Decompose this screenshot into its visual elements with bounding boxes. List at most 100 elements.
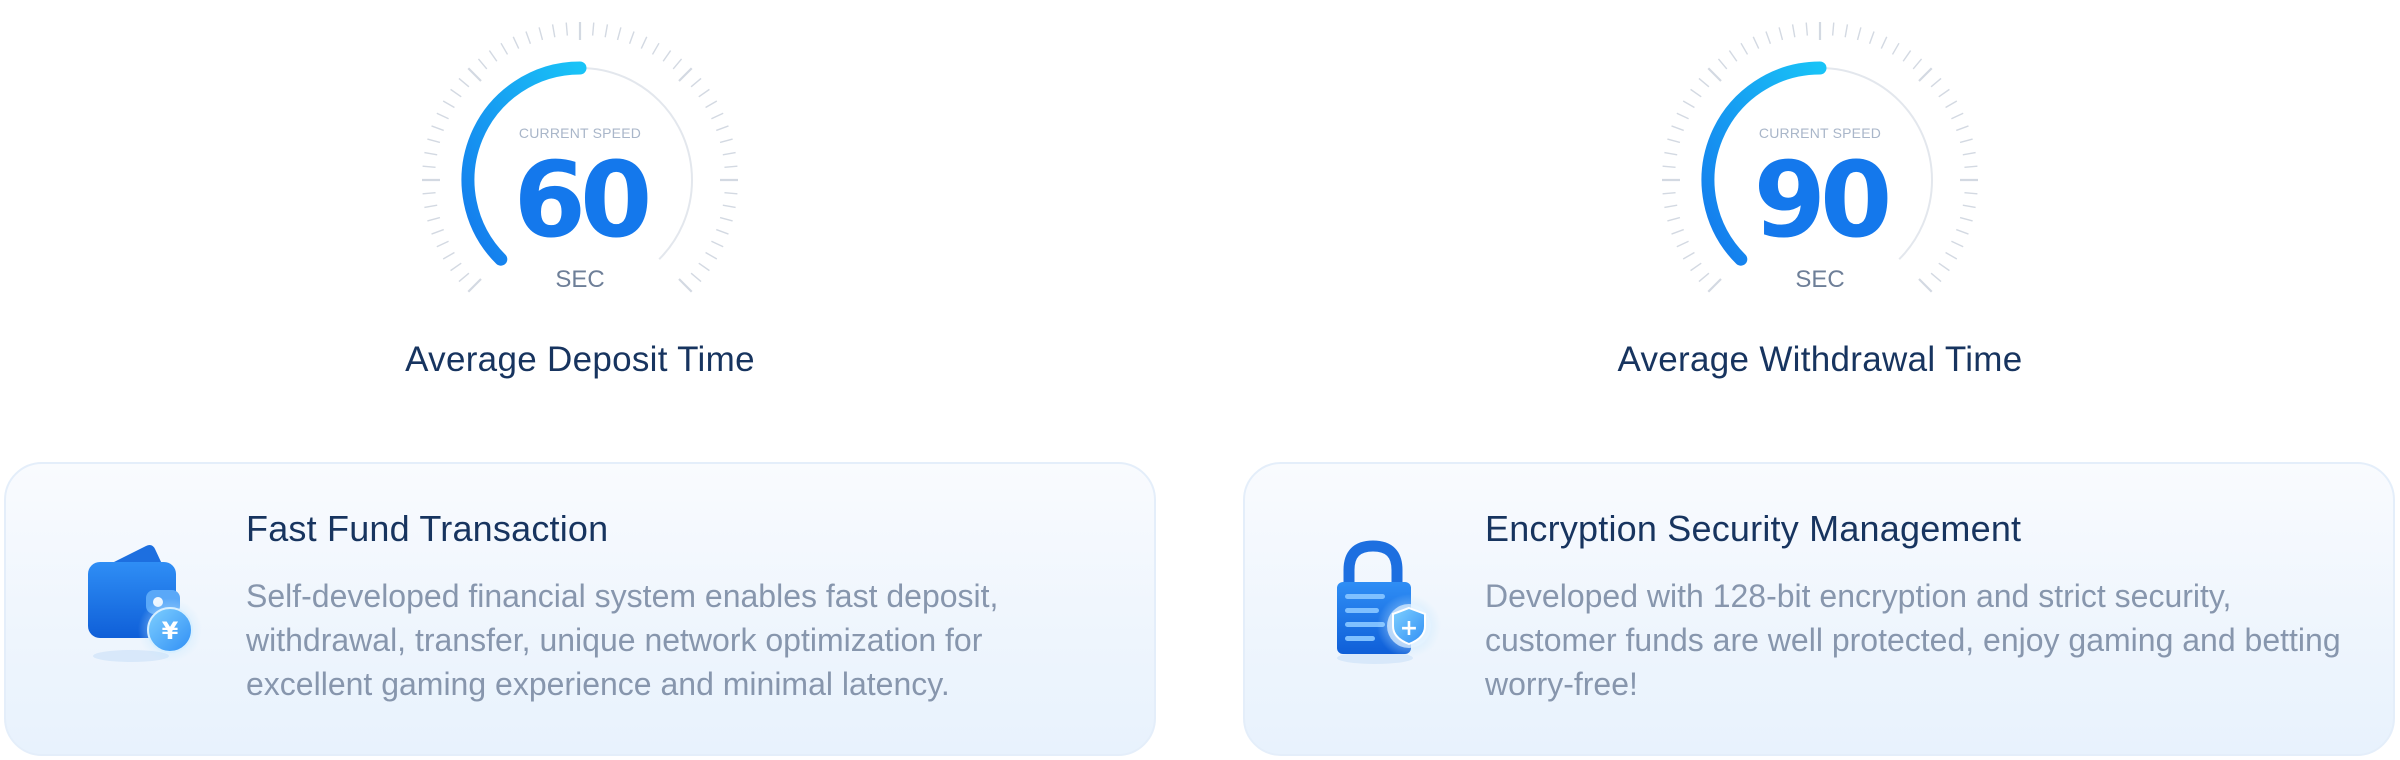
gauge-title: Average Withdrawal Time [1617, 340, 2023, 379]
gauge-tick [1856, 27, 1862, 41]
gauge-tick [711, 240, 724, 248]
gauge-tick [1951, 240, 1964, 248]
gauge-tick [1662, 191, 1676, 195]
gauge-tick [1667, 138, 1681, 144]
gauge-tick [1676, 112, 1689, 120]
gauge-fill-arc [461, 61, 587, 266]
gauge-tick [1912, 58, 1923, 70]
withdrawal-speed-gauge: CURRENT SPEED 90 SEC [1660, 20, 1980, 300]
gauge-tick [436, 240, 449, 248]
gauge-tick [538, 27, 544, 41]
gauge-fill-arc [1701, 61, 1827, 266]
gauge-tick [1962, 151, 1976, 156]
gauge-tick [450, 88, 462, 98]
gauge-tick [1752, 36, 1760, 49]
gauge-tick [1778, 27, 1784, 41]
gauge-tick [616, 27, 622, 41]
gauge-tick [1880, 36, 1888, 49]
gauge-value: 90 [1753, 139, 1893, 261]
gauge-tick [716, 228, 729, 235]
gauge-tick [678, 67, 693, 82]
gauge-tick [662, 50, 672, 62]
gauge-tick [467, 278, 482, 293]
gauge-title: Average Deposit Time [405, 340, 755, 379]
gauge-tick [1964, 191, 1978, 195]
gauge-tick [711, 112, 724, 120]
gauge-tick [1962, 204, 1976, 209]
gauge-tick [1664, 151, 1678, 156]
gauge-tick [672, 58, 683, 70]
card-description: Self-developed financial system enables … [246, 578, 999, 702]
encryption-security-card: + Encryption Security Management Develop… [1243, 462, 2395, 756]
gauge-tick [1682, 251, 1695, 260]
gauge-tick [1698, 272, 1710, 283]
gauge-tick [1956, 228, 1969, 235]
gauge-tick [436, 112, 449, 120]
gauge-caption: CURRENT SPEED [1758, 125, 1882, 141]
gauge-tick [525, 31, 532, 44]
gauge-tick [1918, 278, 1933, 293]
gauge-tick [1945, 251, 1958, 260]
gauge-tick [1765, 31, 1772, 44]
gauge-tick [1956, 125, 1969, 132]
gauge-tick [1918, 67, 1933, 82]
gauge-tick [690, 77, 702, 88]
shield-plus-symbol: + [1400, 616, 1418, 641]
gauge-tick [1707, 278, 1722, 293]
card-description: Developed with 128-bit encryption and st… [1485, 578, 2341, 702]
gauge-tick [551, 24, 556, 38]
gauge-tick [1964, 165, 1978, 169]
gauge-tick [1930, 77, 1942, 88]
yuan-symbol: ¥ [162, 617, 179, 645]
speedometer-icon [422, 22, 738, 293]
gauge-tick [724, 165, 738, 169]
gauge-tick [458, 77, 470, 88]
gauge-tick [1671, 228, 1684, 235]
gauge-tick [1728, 50, 1738, 62]
gauge-tick [458, 272, 470, 283]
gauge-tick [427, 216, 441, 222]
gauge-tick [722, 151, 736, 156]
gauge-tick [422, 191, 436, 195]
gauge-tick [422, 165, 436, 169]
gauge-tick [1676, 240, 1689, 248]
gauge-tick [716, 125, 729, 132]
gauge-tick [450, 262, 462, 272]
gauge-tick [442, 100, 455, 109]
speedometer-icon [1662, 22, 1978, 293]
gauge-tick [1805, 22, 1809, 36]
gauge-tick [488, 50, 498, 62]
gauge-tick [1831, 22, 1835, 36]
padlock-shield-icon: + [1315, 538, 1445, 668]
gauge-tick [424, 204, 438, 209]
gauge-tick [724, 191, 738, 195]
gauge-tick [1945, 100, 1958, 109]
gauge-tick [1791, 24, 1796, 38]
gauge-tick [1951, 112, 1964, 120]
card-title: Encryption Security Management [1485, 508, 2022, 549]
gauge-tick [705, 100, 718, 109]
gauge-tick [1690, 88, 1702, 98]
gauge-tick [722, 204, 736, 209]
deposit-time-stat: CURRENT SPEED 60 SEC Average Deposit Tim… [0, 0, 1160, 420]
gauge-tick [698, 262, 710, 272]
gauge-tick [1662, 165, 1676, 169]
gauge-tick [651, 42, 660, 55]
gauge-caption: CURRENT SPEED [518, 125, 642, 141]
gauge-tick [1664, 204, 1678, 209]
gauge-tick [431, 125, 444, 132]
gauge-tick [690, 272, 702, 283]
gauge-tick [1938, 88, 1950, 98]
fast-fund-transaction-card: ¥ Fast Fund Transaction Self-developed f… [4, 462, 1156, 756]
gauge-tick [1902, 50, 1912, 62]
gauge-tick [442, 251, 455, 260]
gauge-tick [604, 24, 609, 38]
gauge-tick [424, 151, 438, 156]
gauge-tick [678, 278, 693, 293]
gauge-tick [1717, 58, 1728, 70]
gauge-tick [705, 251, 718, 260]
gauge-tick [1959, 138, 1973, 144]
gauge-tick [698, 88, 710, 98]
gauge-unit: SEC [555, 266, 605, 293]
